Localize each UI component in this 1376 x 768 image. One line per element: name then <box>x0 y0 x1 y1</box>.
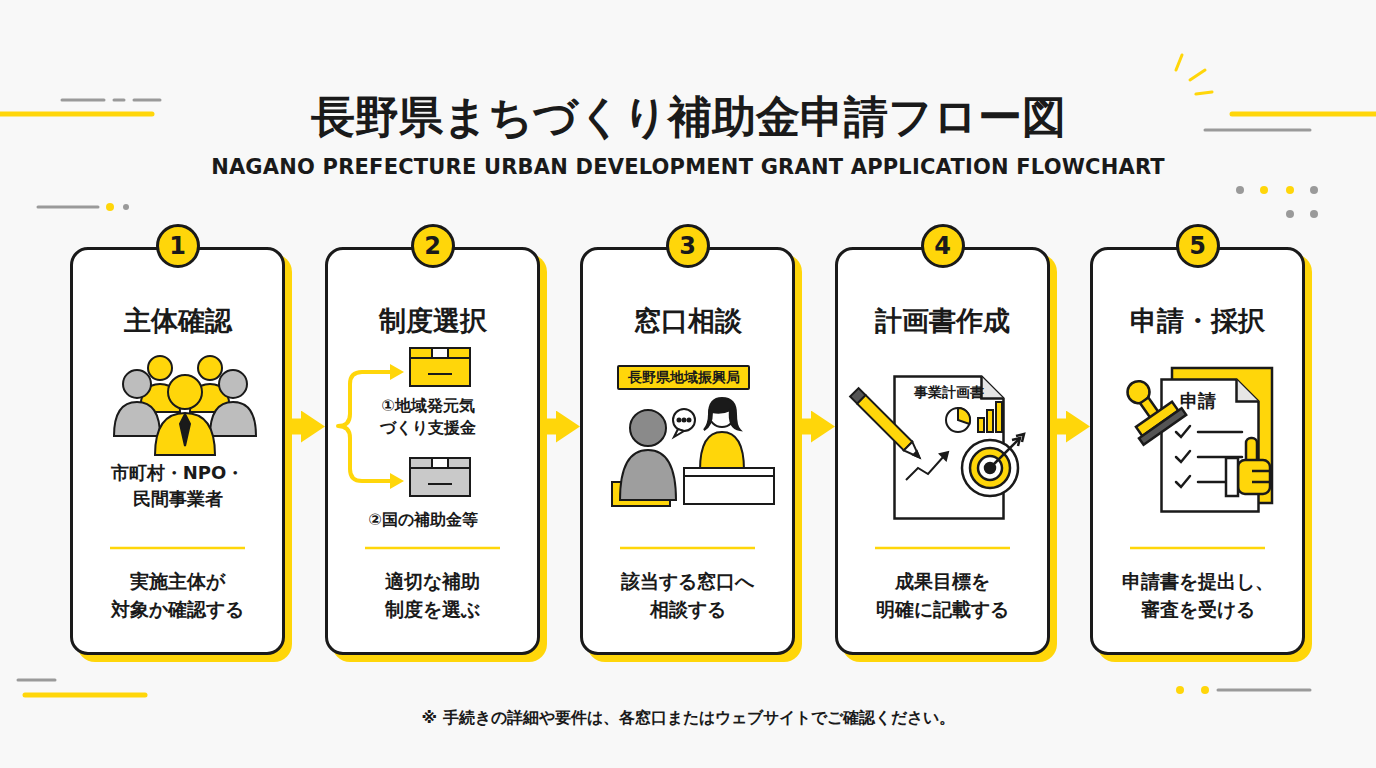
decor-line <box>0 112 152 117</box>
document-fold <box>982 377 1004 399</box>
decor-line <box>134 99 160 102</box>
document-title: 申請 <box>1180 390 1250 412</box>
diagram-subtitle: NAGANO PREFECTURE URBAN DEVELOPMENT GRAN… <box>0 154 1376 180</box>
diagram-title: 長野県まちづくり補助金申請フロー図 <box>0 88 1376 146</box>
step-heading: 主体確認 <box>73 303 282 338</box>
decor-line <box>114 99 124 102</box>
decor-line <box>18 679 55 682</box>
step-card: 事業計画書4計画書作成成果目標を 明確に記載する <box>835 247 1050 655</box>
decor-line <box>1205 129 1310 132</box>
decor-dot <box>1286 186 1294 194</box>
office-name: 長野県地域振興局 <box>619 367 748 388</box>
flow-arrow <box>1050 419 1090 435</box>
step-number: 1 <box>156 224 200 268</box>
decor-line <box>1218 689 1310 692</box>
decor-dot <box>1260 186 1268 194</box>
decor-dot <box>1236 186 1244 194</box>
decor-dot <box>106 203 114 211</box>
decor-line <box>1176 55 1182 70</box>
decor-line <box>38 206 98 209</box>
step-card: 長野県地域振興局3窓口相談該当する窓口へ 相談する <box>580 247 795 655</box>
decor-line <box>25 693 145 698</box>
step-description: 該当する窓口へ 相談する <box>603 567 773 623</box>
decor-line <box>1232 112 1376 117</box>
decor-line <box>0 55 1376 695</box>
step-description: 成果目標を 明確に記載する <box>858 567 1028 623</box>
option-label: ②国の補助金等 <box>353 509 493 531</box>
decor-dot <box>1201 686 1209 694</box>
step-heading: 窓口相談 <box>583 303 792 338</box>
step-heading: 計画書作成 <box>838 303 1047 338</box>
footnote: ※ 手続きの詳細や要件は、各窓口またはウェブサイトでご確認ください。 <box>0 706 1376 730</box>
option-label: ①地域発元気 づくり支援金 <box>358 395 498 439</box>
decor-dot <box>106 186 1318 694</box>
step-heading: 申請・採択 <box>1093 303 1302 338</box>
document-title: 事業計画書 <box>893 383 1005 401</box>
decor-line <box>1190 70 1205 80</box>
step-heading: 制度選択 <box>328 303 537 338</box>
step-number: 4 <box>921 224 965 268</box>
step-card: 申請5申請・採択申請書を提出し、 審査を受ける <box>1090 247 1305 655</box>
step-card: 2制度選択①地域発元気 づくり支援金②国の補助金等適切な補助 制度を選ぶ <box>325 247 540 655</box>
decor-dot <box>1310 186 1318 194</box>
step-description: 適切な補助 制度を選ぶ <box>348 567 518 623</box>
decor-dot <box>1310 210 1318 218</box>
flow-arrow <box>795 419 835 435</box>
step-number: 5 <box>1176 224 1220 268</box>
step-card: 1主体確認市町村・NPO・ 民間事業者実施主体が 対象か確認する <box>70 247 285 655</box>
document-shape: 申請 <box>1160 378 1260 513</box>
document-shape: 事業計画書 <box>893 375 1005 520</box>
decor-dot <box>1286 210 1294 218</box>
decor-dot <box>123 204 129 210</box>
decor-dot <box>1176 686 1184 694</box>
entity-label: 市町村・NPO・ 民間事業者 <box>103 460 253 512</box>
step-description: 実施主体が 対象か確認する <box>93 567 263 623</box>
step-number: 2 <box>411 224 455 268</box>
flow-arrow <box>285 419 325 435</box>
step-description: 申請書を提出し、 審査を受ける <box>1113 567 1283 623</box>
flow-arrow <box>540 419 580 435</box>
step-number: 3 <box>666 224 710 268</box>
document-outline <box>1162 380 1259 512</box>
office-tag: 長野県地域振興局 <box>617 365 750 390</box>
document-fold <box>1237 380 1259 402</box>
decor-line <box>62 99 104 102</box>
decor-line <box>1196 92 1212 94</box>
